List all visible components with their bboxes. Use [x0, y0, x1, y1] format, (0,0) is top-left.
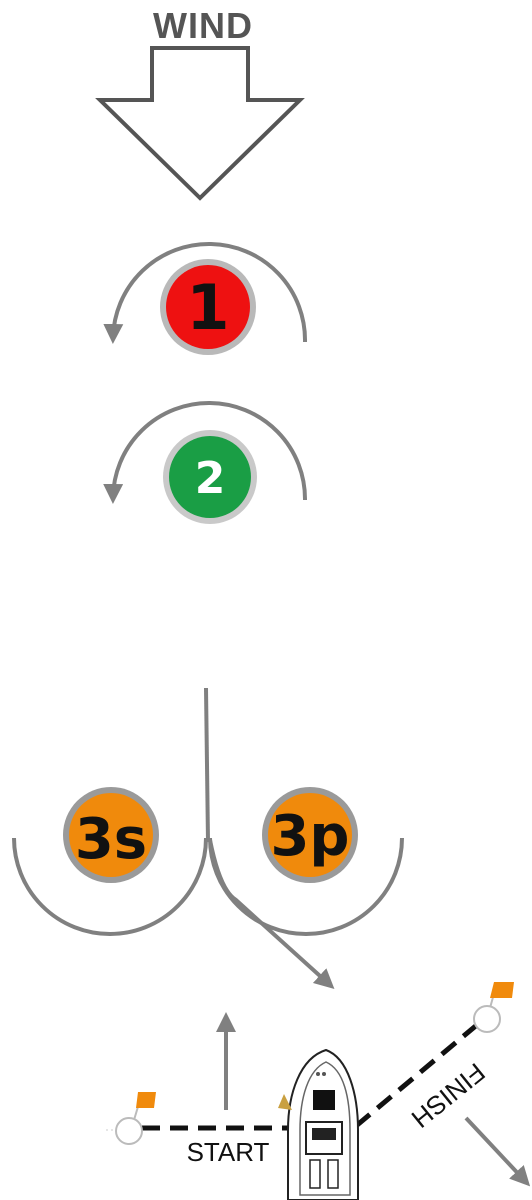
start-label: START — [187, 1137, 270, 1167]
mark-1-label: 1 — [186, 271, 229, 344]
gate-3s-arc — [12, 837, 208, 936]
flag-icon — [136, 1092, 156, 1108]
mark-1: 1 — [160, 259, 256, 355]
mark-3s: 3s — [63, 787, 159, 883]
mark-3p-label: 3p — [270, 804, 349, 869]
committee-boat-icon — [278, 1048, 359, 1200]
finish-exit-arrow — [464, 1116, 531, 1187]
flag-icon — [490, 982, 514, 998]
gate-to-finish-arrow — [208, 839, 335, 990]
mark-1-rounding-arrow — [103, 242, 308, 344]
mark-3s-label: 3s — [75, 807, 147, 872]
mark-2: 2 — [163, 430, 257, 524]
gate-approach-line — [204, 687, 210, 843]
start-pin-buoy — [115, 1092, 156, 1145]
mark-2-label: 2 — [195, 453, 226, 504]
wind-arrow-icon — [95, 46, 305, 201]
finish-label: FINISH — [406, 1057, 491, 1134]
mark-2-rounding-arrow — [103, 401, 308, 504]
finish-pin-buoy — [473, 982, 514, 1033]
flag-icon — [278, 1094, 292, 1110]
wind-label: WIND — [153, 5, 253, 46]
mark-3p: 3p — [262, 787, 358, 883]
